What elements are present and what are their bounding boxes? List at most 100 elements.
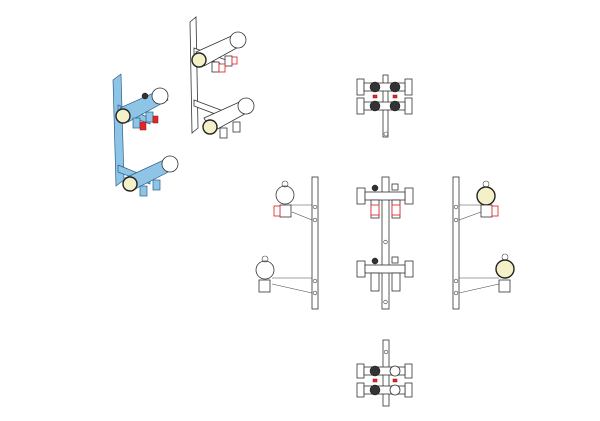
drawing-line [458, 211, 482, 221]
upper-manifold-body [115, 87, 169, 131]
drawing-line [152, 179, 161, 191]
drawing-line [389, 81, 401, 93]
drawing-line [279, 204, 292, 218]
drawing-line [271, 283, 313, 294]
drawing-line [258, 279, 271, 293]
drawing-line [364, 264, 406, 274]
red-valve-handle [392, 378, 398, 383]
drawing-line [356, 187, 366, 205]
mounting-rail [189, 16, 199, 134]
drawing-line [211, 61, 220, 73]
upper-manifold-body [191, 31, 247, 73]
drawing-line [145, 111, 154, 123]
drawing-line [482, 180, 490, 188]
drawing-line [312, 278, 318, 284]
lower-manifold-body [122, 155, 179, 197]
drawing-line [312, 217, 318, 223]
red-valve-handle [218, 63, 226, 73]
red-valve-handle [370, 204, 380, 216]
upper-manifold-body [356, 183, 414, 219]
drawing-line [383, 349, 389, 355]
red-valve-handle [491, 205, 499, 217]
drawing-line [476, 186, 496, 206]
lower-manifold-body [356, 256, 414, 292]
isometric-outline-view [189, 16, 255, 139]
drawing-line [453, 217, 459, 223]
drawing-line [202, 119, 218, 135]
drawing-line [404, 78, 413, 96]
drawing-line [312, 204, 318, 210]
mounting-rail [311, 176, 319, 310]
drawing-line [122, 176, 138, 192]
drawing-line [371, 184, 379, 192]
drawing-line [391, 183, 399, 191]
red-valve-handle [392, 94, 398, 99]
red-valve-handle [231, 56, 238, 65]
drawing-line [404, 187, 414, 205]
drawing-line [191, 52, 207, 68]
drawing-line [404, 260, 414, 278]
drawing-line [391, 256, 399, 264]
drawing-line [219, 127, 228, 139]
bottom-view [356, 339, 413, 407]
drawing-line [370, 272, 380, 292]
drawing-line [363, 82, 406, 92]
drawing-line [255, 260, 275, 280]
drawing-line [132, 117, 141, 129]
drawing-line [495, 259, 515, 279]
drawing-line [383, 131, 389, 137]
upper-valve-row [356, 363, 413, 383]
drawing-line [389, 384, 401, 396]
drawing-line [291, 211, 313, 221]
drawing-line [363, 366, 406, 376]
lower-valve-row [356, 94, 413, 115]
drawing-line [275, 185, 295, 205]
drawing-line [404, 97, 413, 115]
red-valve-handle [152, 115, 159, 124]
lower-manifold-body [202, 97, 255, 139]
red-valve-handle [391, 204, 401, 216]
isometric-painted-view [112, 73, 179, 197]
drawing-line [453, 278, 459, 284]
drawing-line [389, 100, 401, 112]
drawing-line [383, 299, 388, 305]
drawing-line [404, 363, 413, 379]
drawing-line [371, 257, 379, 265]
red-valve-handle [139, 121, 147, 131]
drawing-line [356, 97, 365, 115]
drawing-line [312, 290, 318, 296]
red-valve-handle [372, 378, 378, 383]
drawing-line [237, 97, 255, 115]
drawing-line [498, 279, 511, 293]
drawing-line [480, 204, 493, 218]
drawing-line [369, 365, 381, 377]
drawing-line [281, 180, 289, 188]
drawing-line [261, 255, 269, 263]
mounting-rail [381, 176, 390, 310]
drawing-line [356, 363, 365, 379]
red-valve-handle [372, 94, 378, 99]
drawing-line [369, 81, 381, 93]
right-side-view [452, 176, 515, 310]
drawing-line [369, 100, 381, 112]
red-valve-handle [273, 205, 281, 217]
drawing-line [364, 191, 406, 201]
drawing-line [383, 239, 388, 245]
drawing-line [356, 260, 366, 278]
drawing-line [139, 185, 148, 197]
front-view [356, 176, 414, 310]
drawing-line [391, 272, 401, 292]
drawing-line [356, 382, 365, 398]
drawing-line [363, 385, 406, 395]
drawing-line [404, 382, 413, 398]
drawing-line [115, 108, 131, 124]
mounting-rail [452, 176, 460, 310]
drawing-line [141, 92, 149, 100]
drawing-line [389, 365, 401, 377]
top-view [356, 74, 413, 138]
drawing-line [458, 283, 500, 294]
drawing-line [453, 204, 459, 210]
left-side-view [255, 176, 319, 310]
lower-valve-row [356, 382, 413, 398]
